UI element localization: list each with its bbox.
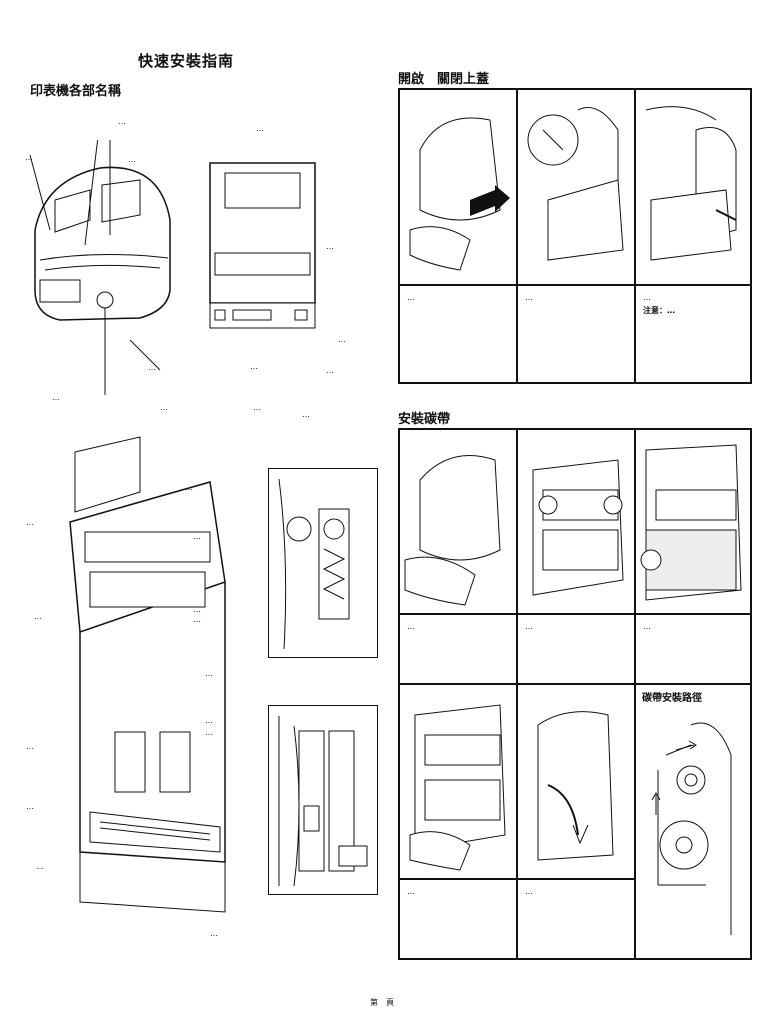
- ribbon-step-4-caption: …: [399, 879, 517, 959]
- label-back-d: …: [326, 366, 334, 375]
- printer-front-figure: [20, 140, 185, 420]
- label-int-d: …: [193, 605, 201, 614]
- open-step-1-caption: …: [399, 285, 517, 383]
- label-int-h: …: [205, 716, 213, 725]
- label-card-slot: …: [148, 363, 156, 372]
- page-footer: 第 頁: [370, 998, 394, 1007]
- label-int-b: …: [26, 518, 34, 527]
- label-int-m: …: [210, 929, 218, 938]
- label-back-a: …: [256, 124, 264, 133]
- open-step-2-image: [517, 89, 635, 285]
- ribbon-step-3-caption: …: [635, 614, 751, 684]
- zoom-inset-rewind: [268, 468, 378, 658]
- open-step-3-note: 注意：…: [643, 306, 675, 315]
- open-step-2-caption: …: [517, 285, 635, 383]
- label-feed-button: …: [128, 155, 136, 164]
- label-back-f: …: [160, 403, 168, 412]
- ribbon-step-4-image: [399, 684, 517, 879]
- page-title: 快速安裝指南: [138, 52, 235, 70]
- ribbon-path-cell: 碳帶安裝路徑: [635, 684, 751, 959]
- open-cover-grid: … … … 注意：…: [398, 88, 752, 384]
- label-int-l: …: [36, 862, 44, 871]
- label-back-c: …: [338, 335, 346, 344]
- ribbon-step-1-caption: …: [399, 614, 517, 684]
- label-int-k: …: [26, 802, 34, 811]
- zoom-inset-sensor: [268, 705, 378, 895]
- label-int-j: …: [26, 742, 34, 751]
- section-title-parts: 印表機各部名稱: [30, 84, 122, 99]
- printer-back-figure: [205, 158, 320, 343]
- label-int-g: …: [205, 669, 213, 678]
- label-int-i: …: [205, 728, 213, 737]
- label-int-c: …: [193, 532, 201, 541]
- open-step-3-caption-cell: … 注意：…: [635, 285, 751, 383]
- label-back-b: …: [326, 242, 334, 251]
- label-cover-release: …: [52, 393, 60, 402]
- printer-interior-figure: [60, 432, 240, 952]
- open-step-3-caption: …: [643, 293, 651, 302]
- open-step-3-image: [635, 89, 751, 285]
- label-ribbon-window: …: [25, 153, 33, 162]
- section-title-open: 開啟 關閉上蓋: [398, 72, 490, 87]
- label-int-a: …: [185, 483, 193, 492]
- ribbon-path-diagram: [651, 722, 732, 935]
- open-step-1-image: [399, 89, 517, 285]
- ribbon-step-2-image: [517, 429, 635, 614]
- label-indicator: …: [118, 117, 126, 126]
- ribbon-step-2-caption: …: [517, 614, 635, 684]
- label-back-e: …: [250, 362, 258, 371]
- label-int-f: …: [34, 612, 42, 621]
- ribbon-step-5-image: [517, 684, 635, 879]
- ribbon-step-1-image: [399, 429, 517, 614]
- label-int-e: …: [193, 615, 201, 624]
- ribbon-step-5-caption: …: [517, 879, 635, 959]
- label-back-g: …: [253, 403, 261, 412]
- label-back-h: …: [302, 410, 310, 419]
- ribbon-path-title: 碳帶安裝路徑: [642, 693, 702, 704]
- ribbon-step-3-image: [635, 429, 751, 614]
- ribbon-install-grid: … … … 碳帶安裝路徑 … …: [398, 428, 752, 960]
- section-title-ribbon: 安裝碳帶: [398, 412, 451, 427]
